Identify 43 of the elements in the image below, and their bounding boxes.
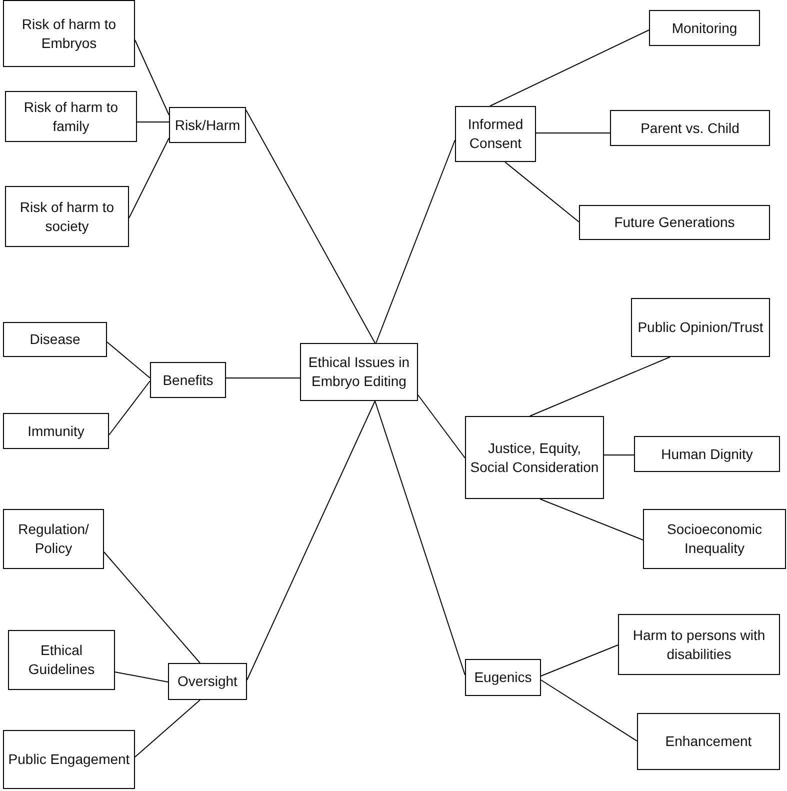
connector-line (376, 140, 456, 344)
connector-line (536, 132, 610, 134)
central-topic-box: Ethical Issues in Embryo Editing (300, 343, 418, 401)
topic-box: Risk of harm to family (5, 91, 137, 142)
connector-line (530, 356, 670, 416)
topic-box: Risk of harm to society (5, 186, 129, 247)
topic-box: Informed Consent (455, 106, 536, 162)
connector-line (128, 138, 170, 218)
topic-box: Risk/Harm (169, 107, 246, 143)
connector-line (106, 342, 150, 378)
connector-line (504, 162, 580, 222)
connector-line (540, 644, 618, 676)
connector-line (604, 454, 634, 456)
topic-box: Justice, Equity, Social Consideration (465, 416, 604, 499)
connector-line (540, 680, 638, 742)
connector-line (134, 700, 200, 758)
connector-line (540, 498, 644, 540)
topic-box: Eugenics (465, 659, 541, 696)
topic-box: Oversight (168, 663, 247, 700)
topic-box: Risk of harm to Embryos (3, 0, 135, 67)
connector-line (490, 30, 650, 106)
connector-line (114, 672, 168, 682)
topic-box: Public Opinion/Trust (631, 298, 770, 357)
topic-box: Harm to persons with disabilities (618, 614, 780, 675)
connector-line (108, 380, 150, 436)
topic-box: Disease (3, 322, 107, 357)
topic-box: Future Generations (579, 205, 770, 240)
connector-line (246, 400, 376, 680)
topic-box: Ethical Guidelines (8, 630, 115, 690)
connector-line (246, 110, 376, 344)
topic-box: Enhancement (637, 713, 780, 770)
topic-box: Regulation/ Policy (3, 509, 104, 569)
topic-box: Immunity (3, 413, 109, 449)
topic-box: Parent vs. Child (610, 110, 770, 146)
connector-line (104, 552, 200, 664)
connector-line (418, 394, 466, 458)
connector-line (134, 40, 170, 116)
topic-box: Monitoring (649, 10, 760, 46)
topic-box: Human Dignity (634, 436, 780, 472)
topic-box: Benefits (150, 362, 226, 398)
topic-box: Public Engagement (3, 730, 135, 789)
connector-line (374, 400, 466, 676)
topic-box: Socioeconomic Inequality (643, 509, 786, 569)
